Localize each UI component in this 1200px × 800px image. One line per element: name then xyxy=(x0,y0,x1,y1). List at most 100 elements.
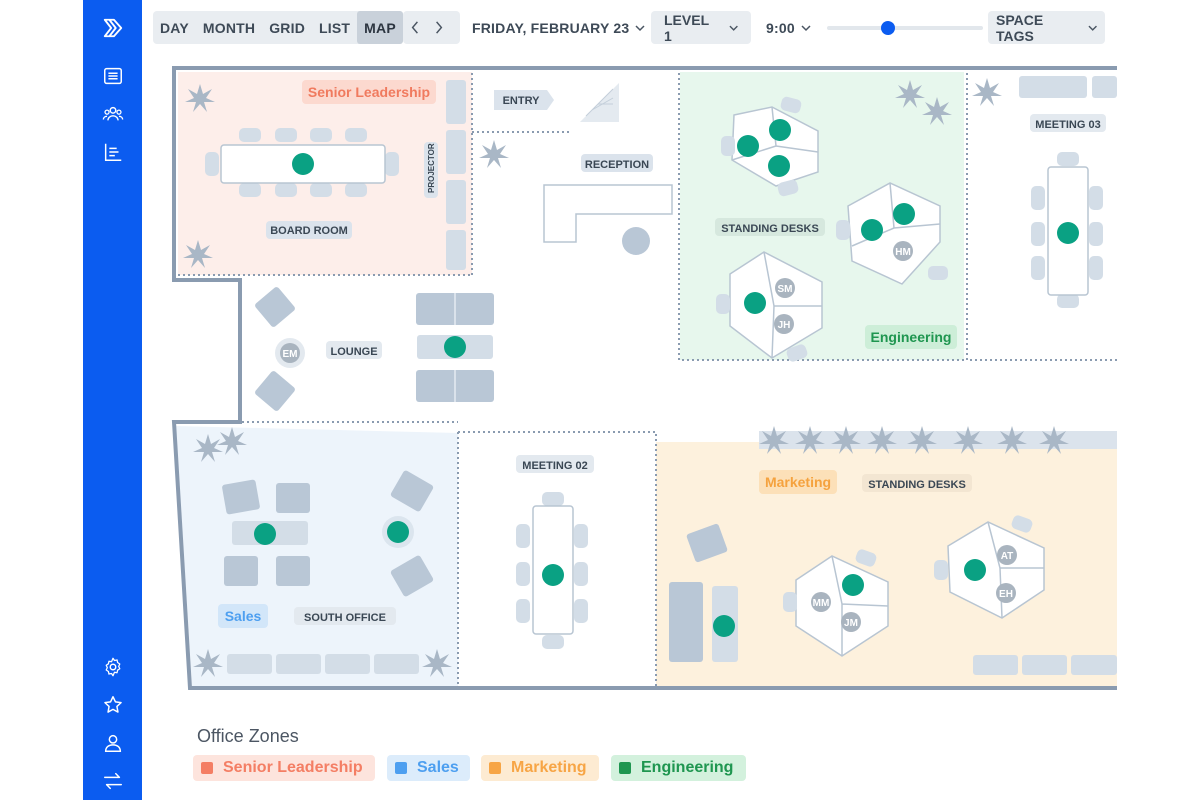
available-spot[interactable] xyxy=(769,119,791,141)
occupied-spot[interactable] xyxy=(775,278,795,298)
occupant-initials: JH xyxy=(778,320,791,331)
available-spot[interactable] xyxy=(768,155,790,177)
legend-swatch xyxy=(489,762,501,774)
floor-map: Senior Leadership BOARD ROOM PROJECTOR E… xyxy=(142,56,1117,706)
room-label-meeting-02: MEETING 02 xyxy=(522,460,587,472)
south-office-furniture xyxy=(222,470,434,597)
room-label-reception: RECEPTION xyxy=(585,159,649,171)
view-month-button[interactable]: MONTH xyxy=(202,19,256,36)
zone-tag-engineering[interactable] xyxy=(865,325,957,349)
legend-label: Senior Leadership xyxy=(223,759,363,776)
available-spot[interactable] xyxy=(387,521,409,543)
chevron-down-icon xyxy=(635,24,645,31)
standing-desk-cluster[interactable]: SM JH xyxy=(716,251,823,363)
standing-desk-cluster[interactable]: HM xyxy=(836,182,948,285)
plant-icon xyxy=(479,140,509,168)
available-spot[interactable] xyxy=(292,153,314,175)
zone-tag-marketing[interactable] xyxy=(759,470,837,494)
available-spot[interactable] xyxy=(842,574,864,596)
occupied-spot[interactable] xyxy=(893,241,913,261)
logo-icon[interactable] xyxy=(97,12,129,44)
time-label: 9:00 xyxy=(766,19,795,36)
meeting-03-chairs xyxy=(1031,152,1103,308)
legend-item-marketing[interactable]: Marketing xyxy=(481,755,599,781)
view-map-button[interactable]: MAP xyxy=(357,11,403,44)
view-grid-button[interactable]: GRID xyxy=(269,19,306,36)
star-icon[interactable] xyxy=(97,689,129,721)
standing-desk-cluster[interactable] xyxy=(721,96,819,198)
available-spot[interactable] xyxy=(713,615,735,637)
view-list-button[interactable]: LIST xyxy=(319,19,351,36)
available-spot[interactable] xyxy=(861,219,883,241)
space-tags-select[interactable]: SPACE TAGS xyxy=(988,11,1105,44)
room-label-entry: ENTRY xyxy=(503,95,541,107)
chevron-down-icon xyxy=(1088,25,1097,31)
south-office-cabinets xyxy=(227,654,419,674)
legend-item-senior-leadership[interactable]: Senior Leadership xyxy=(193,755,375,781)
occupied-spot[interactable] xyxy=(997,545,1017,565)
time-slider[interactable] xyxy=(827,21,983,35)
level-select[interactable]: LEVEL 1 xyxy=(651,11,751,44)
zone-tag-sales[interactable] xyxy=(218,604,268,628)
time-slider-track xyxy=(827,26,983,30)
occupied-spot[interactable] xyxy=(280,343,300,363)
next-day-button[interactable] xyxy=(427,11,451,44)
occupied-spot[interactable] xyxy=(841,612,861,632)
list-icon[interactable] xyxy=(97,60,129,92)
legend-label: Sales xyxy=(417,759,459,776)
available-spot[interactable] xyxy=(893,203,915,225)
chevron-right-icon xyxy=(436,21,443,34)
sidebar xyxy=(83,0,142,800)
settings-icon[interactable] xyxy=(97,651,129,683)
available-spot[interactable] xyxy=(964,559,986,581)
zone-label-sales: Sales xyxy=(225,608,262,624)
plant-icon xyxy=(972,78,1002,106)
available-spot[interactable] xyxy=(1057,222,1079,244)
view-day-button[interactable]: DAY xyxy=(160,19,189,36)
available-spot[interactable] xyxy=(744,292,766,314)
room-label-standing-desks-marketing: STANDING DESKS xyxy=(868,479,966,491)
occupant-initials: SM xyxy=(778,284,793,295)
people-icon[interactable] xyxy=(97,98,129,130)
marketing-cabinets xyxy=(973,655,1117,675)
occupied-spot[interactable] xyxy=(996,583,1016,603)
available-spot[interactable] xyxy=(737,135,759,157)
available-spot[interactable] xyxy=(444,336,466,358)
entry-arrow xyxy=(494,90,554,110)
occupied-spot[interactable] xyxy=(774,314,794,334)
room-label-lounge: LOUNGE xyxy=(330,346,377,358)
zone-label-engineering: Engineering xyxy=(871,329,952,345)
standing-desk-cluster[interactable]: MM JM xyxy=(783,548,889,657)
standing-desk-cluster[interactable]: AT EH xyxy=(934,514,1045,619)
board-room-cabinets xyxy=(446,80,466,270)
chevron-down-icon xyxy=(729,25,738,31)
room-label-standing-desks: STANDING DESKS xyxy=(721,223,819,235)
legend-label: Engineering xyxy=(641,759,734,776)
outer-wall xyxy=(171,66,1117,690)
occupied-spot[interactable] xyxy=(811,592,831,612)
occupant-initials: AT xyxy=(1001,551,1014,562)
chevron-left-icon xyxy=(411,21,418,34)
chart-icon[interactable] xyxy=(97,136,129,168)
swap-icon[interactable] xyxy=(97,765,129,797)
user-icon[interactable] xyxy=(97,727,129,759)
available-spot[interactable] xyxy=(254,523,276,545)
meeting-03-cabinets xyxy=(1019,76,1117,98)
available-spot[interactable] xyxy=(542,564,564,586)
board-table-chairs xyxy=(205,128,399,197)
time-picker[interactable]: 9:00 xyxy=(766,11,811,44)
legend-item-engineering[interactable]: Engineering xyxy=(611,755,746,781)
zone-sales[interactable] xyxy=(176,426,458,686)
prev-day-button[interactable] xyxy=(403,11,427,44)
zone-tag-senior-leadership[interactable] xyxy=(302,80,436,104)
legend-swatch xyxy=(201,762,213,774)
legend-swatch xyxy=(395,762,407,774)
room-label-south-office: SOUTH OFFICE xyxy=(304,612,386,624)
occupant-initials: HM xyxy=(895,247,911,258)
room-label-projector: PROJECTOR xyxy=(427,143,436,193)
legend-item-sales[interactable]: Sales xyxy=(387,755,470,781)
reception-desk[interactable] xyxy=(543,184,673,243)
time-slider-handle[interactable] xyxy=(880,21,895,35)
date-picker[interactable]: FRIDAY, FEBRUARY 23 xyxy=(472,11,645,44)
toolbar: DAY MONTH GRID LIST MAP FRIDAY, FEBRUARY… xyxy=(142,0,1200,56)
